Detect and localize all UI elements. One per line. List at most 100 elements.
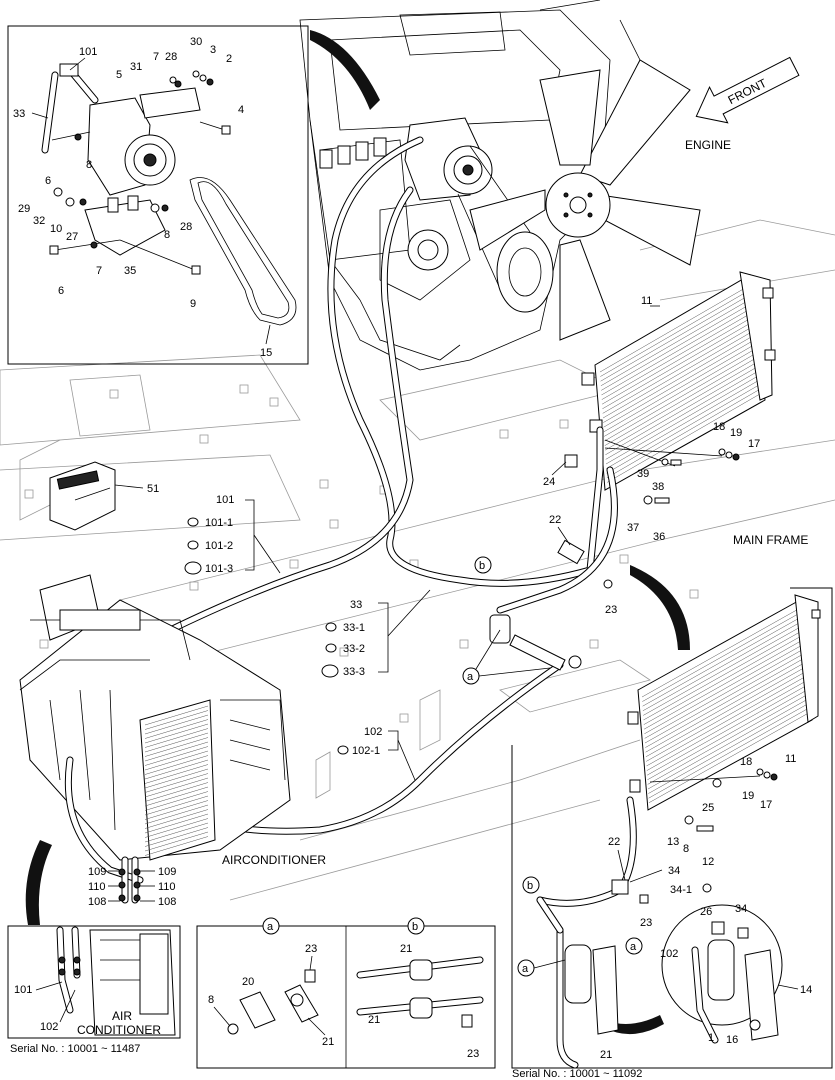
right-callout-14: 14	[800, 984, 812, 996]
inset-callout-101: 101	[79, 46, 97, 58]
callout-102-1: 102-1	[352, 745, 380, 757]
inset-callout-28b: 28	[180, 221, 192, 233]
sweep-arrow-right	[630, 565, 690, 650]
right-callout-34b: 34	[735, 903, 747, 915]
inset-b-callout-23: 23	[467, 1048, 479, 1060]
callout-102: 102	[364, 726, 382, 738]
engine-drawing	[299, 0, 701, 371]
right-callout-16: 16	[726, 1034, 738, 1046]
callout-38: 38	[652, 481, 664, 493]
condenser-upper	[581, 271, 776, 505]
marker-a-main: a	[467, 671, 474, 683]
right-callout-23: 23	[640, 917, 652, 929]
inset-callout-7b: 7	[96, 265, 102, 277]
inset-callout-8b: 8	[164, 229, 170, 241]
callout-109-right: 109	[158, 866, 176, 878]
inset-callout-8a: 8	[86, 159, 92, 171]
callout-101-3: 101-3	[205, 563, 233, 575]
inset-right: 11 18 19 17 25 8 12 13 22 34 34-1 23 21 …	[511, 587, 833, 1069]
air-conditioner-label-line2: CONDITIONER	[77, 1023, 161, 1037]
right-callout-19: 19	[742, 790, 754, 802]
inset-a-header: a	[267, 921, 274, 933]
inset-callout-33: 33	[13, 108, 25, 120]
right-marker-a1: a	[522, 963, 529, 975]
callout-110-left: 110	[88, 881, 106, 893]
inset-compressor: 101 7 28 30 3 2 5 31 33 4 8 6 29 32 10 2…	[7, 25, 309, 365]
inset-a-callout-23: 23	[305, 943, 317, 955]
callout-33-2: 33-2	[343, 643, 365, 655]
inset-callout-7a: 7	[153, 51, 159, 63]
right-callout-34-1: 34-1	[670, 884, 692, 896]
callout-39: 39	[637, 468, 649, 480]
callout-23-main: 23	[605, 604, 617, 616]
inset-callout-31: 31	[130, 61, 142, 73]
right-callout-21: 21	[600, 1049, 612, 1061]
callout-108-left: 108	[88, 896, 106, 908]
front-arrow: FRONT	[695, 56, 800, 124]
inset-callout-15: 15	[260, 347, 272, 359]
callout-18-upper: 18	[713, 421, 725, 433]
callout-101-1: 101-1	[205, 517, 233, 529]
inset-callout-30: 30	[190, 36, 202, 48]
sweep-arrow-left	[25, 840, 52, 925]
right-callout-25: 25	[702, 802, 714, 814]
inset-callout-5: 5	[116, 69, 122, 81]
callout-108-right: 108	[158, 896, 176, 908]
callout-101-2: 101-2	[205, 540, 233, 552]
airconditioner-unit	[19, 574, 291, 904]
air-conditioner-label-line1: AIR	[112, 1009, 132, 1023]
right-callout-11: 11	[785, 753, 796, 765]
inset-callout-10: 10	[50, 223, 62, 235]
callout-37: 37	[627, 522, 639, 534]
callout-51: 51	[147, 483, 159, 495]
inset-a-callout-8: 8	[208, 994, 214, 1006]
inset-callout-29: 29	[18, 203, 30, 215]
inset-callout-35: 35	[124, 265, 136, 277]
callout-22-main: 22	[549, 514, 561, 526]
right-callout-18: 18	[740, 756, 752, 768]
right-callout-26: 26	[700, 906, 712, 918]
inset-a-b: a 23 20 8 21 b 21 21 23	[196, 917, 496, 1069]
inset-callout-6b: 6	[58, 285, 64, 297]
inset-callout-32: 32	[33, 215, 45, 227]
right-callout-22: 22	[608, 836, 620, 848]
aircon-inset-callout-102: 102	[40, 1021, 58, 1033]
hoses	[146, 136, 618, 835]
inset-callout-6a: 6	[45, 175, 51, 187]
callout-110-right: 110	[158, 881, 176, 893]
callout-33: 33	[350, 599, 362, 611]
main-frame-label: MAIN FRAME	[733, 533, 808, 547]
callout-109-left: 109	[88, 866, 106, 878]
inset-a-callout-21: 21	[322, 1036, 334, 1048]
controller-51	[49, 461, 116, 531]
inset-aircon: 101 102 AIR CONDITIONER	[7, 925, 181, 1039]
inset-b-callout-21a: 21	[400, 943, 412, 955]
airconditioner-label: AIRCONDITIONER	[222, 853, 326, 867]
right-callout-13: 13	[667, 836, 679, 848]
right-callout-8: 8	[683, 843, 689, 855]
inset-b-header: b	[412, 921, 418, 933]
right-callout-17: 17	[760, 799, 772, 811]
inset-a-callout-20: 20	[242, 976, 254, 988]
callout-36: 36	[653, 531, 665, 543]
callout-24: 24	[543, 476, 555, 488]
condenser-lower	[627, 594, 821, 832]
sweep-arrow-top	[310, 30, 380, 110]
callout-33-3: 33-3	[343, 666, 365, 678]
inset-callout-4: 4	[238, 104, 244, 116]
inset-callout-27: 27	[66, 231, 78, 243]
inset-b-callout-21b: 21	[368, 1014, 380, 1026]
engine-label: ENGINE	[685, 138, 731, 152]
aircon-inset-callout-101: 101	[14, 984, 32, 996]
callout-11-upper: 11	[641, 295, 652, 307]
callout-19-upper: 19	[730, 427, 742, 439]
serial-left: Serial No. : 10001 ~ 11487	[10, 1043, 140, 1055]
inset-callout-3: 3	[210, 44, 216, 56]
right-callout-1: 1	[708, 1032, 714, 1044]
sweep-arrow-bottom	[605, 1015, 664, 1035]
callout-33-1: 33-1	[343, 622, 365, 634]
right-marker-a2: a	[630, 941, 637, 953]
right-marker-b: b	[527, 880, 533, 892]
marker-b-main: b	[479, 560, 485, 572]
